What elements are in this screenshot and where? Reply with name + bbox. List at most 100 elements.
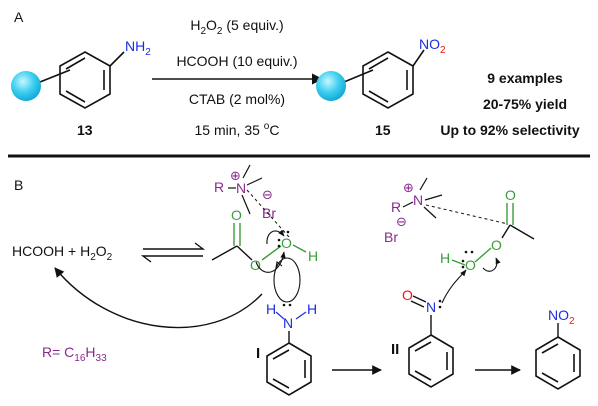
bond [246,177,263,186]
substituent-ball [316,71,346,101]
substituent-ball [11,71,41,101]
amine-nitrogen: N [283,315,293,331]
peroxide-bond [261,245,282,261]
bond [424,194,443,201]
bond [343,69,374,83]
compound-15-label: 15 [375,122,391,138]
equilibrium-arrows [140,242,206,263]
benzene-ring [535,336,581,390]
ammonium-nitrogen: N [236,180,246,196]
peracetic-acid-1: O O O H [211,207,318,273]
bond [419,177,428,191]
condition-ctab: CTAB (2 mol%) [189,91,285,107]
negative-charge: ⊖ [396,214,407,229]
ring-double-bond [414,341,432,352]
benzene-ring [59,51,111,109]
nh-bond [275,311,285,320]
amine-group: NH2 [125,38,151,58]
compound-13-label: 13 [77,122,93,138]
oh-bond [292,244,307,253]
panel-a-label: A [14,9,24,25]
peracetic-acid-2: O O O H [440,187,535,273]
r-group: R [214,179,224,195]
negative-charge: ⊖ [262,187,273,202]
bond [39,69,71,83]
oh-bond [451,259,466,266]
peroxide-bond [474,247,492,263]
ion-interaction [246,189,290,238]
ring-double-bond [65,90,86,103]
electron-arrow [441,269,467,304]
electron-arrow [482,257,501,272]
electron-arrow [255,251,286,273]
hydroxyl-oxygen: O [281,235,292,251]
nitro-group: NO2 [548,307,575,327]
positive-charge: ⊕ [230,168,241,183]
forward-half-arrow [143,242,206,250]
bond [241,194,251,215]
ring-double-bond [65,57,86,70]
bond [236,245,253,261]
amine-hydrogen-right: H [307,301,317,317]
ester-oxygen: O [491,237,502,253]
bond [402,201,414,208]
bond [412,49,425,67]
ring-double-bond [272,349,290,360]
bromide: Br [262,205,276,221]
bond [501,224,511,239]
nitro-group: NO2 [419,36,446,56]
nitroso-nitrogen: N [426,299,436,315]
nitrosobenzene-intermediate: O N [402,269,467,388]
condition-time-temp: 15 min, 35 oC [195,121,280,138]
electron-arrow-head [275,260,283,269]
summary-yield: 20-75% yield [483,96,567,112]
summary-examples: 9 examples [487,70,563,86]
no-double-bond [412,295,427,303]
reactant-aniline [39,51,125,109]
bond [242,164,251,179]
carbonyl-oxygen: O [505,187,516,203]
bond [109,51,125,67]
hydroxyl-oxygen: O [465,257,476,273]
condition-hcooh: HCOOH (10 equiv.) [176,53,297,69]
no-double-bond [410,300,425,308]
r-definition: R= C16H33 [42,344,107,364]
intermediate-i-label: I [256,345,260,362]
hydroxyl-hydrogen: H [308,248,318,264]
r-group: R [391,199,401,215]
bromide: Br [384,229,398,245]
panel-b-label: B [14,177,23,193]
equilibrium-reactants: HCOOH + H2O2 [12,243,113,263]
electron-flow-loop [273,257,301,303]
reverse-half-arrow [140,255,203,263]
intermediate-ii-label: II [391,341,399,358]
benzene-ring [362,51,414,109]
electron-arrow [266,229,285,245]
nh-bond [295,311,307,320]
bond [423,206,437,219]
bond [509,224,535,240]
ring-double-bond [272,378,290,389]
ring-double-bond [414,370,432,381]
ctab-cation-1: R N ⊕ ⊖ Br [214,164,276,221]
hydroxyl-hydrogen: H [440,250,450,266]
ammonium-nitrogen: N [413,192,423,208]
product-nitrobenzene [343,49,425,109]
benzene-ring [408,334,454,388]
benzene-ring [266,342,312,396]
ring-double-bond [541,372,559,383]
carbonyl-oxygen: O [231,207,242,223]
bond [211,245,238,261]
ring-double-bond [368,90,389,103]
positive-charge: ⊕ [403,180,414,195]
nitroso-oxygen: O [402,287,413,303]
amine-hydrogen-left: H [266,301,276,317]
summary-selectivity: Up to 92% selectivity [440,122,579,138]
aniline-intermediate: H N H [266,257,317,396]
ester-oxygen: O [250,257,261,273]
ctab-cation-2: R N ⊕ ⊖ Br [384,177,443,245]
condition-h2o2: H2O2 (5 equiv.) [190,17,283,37]
ion-interaction [425,204,509,225]
nitrobenzene-final: NO2 [535,307,581,390]
